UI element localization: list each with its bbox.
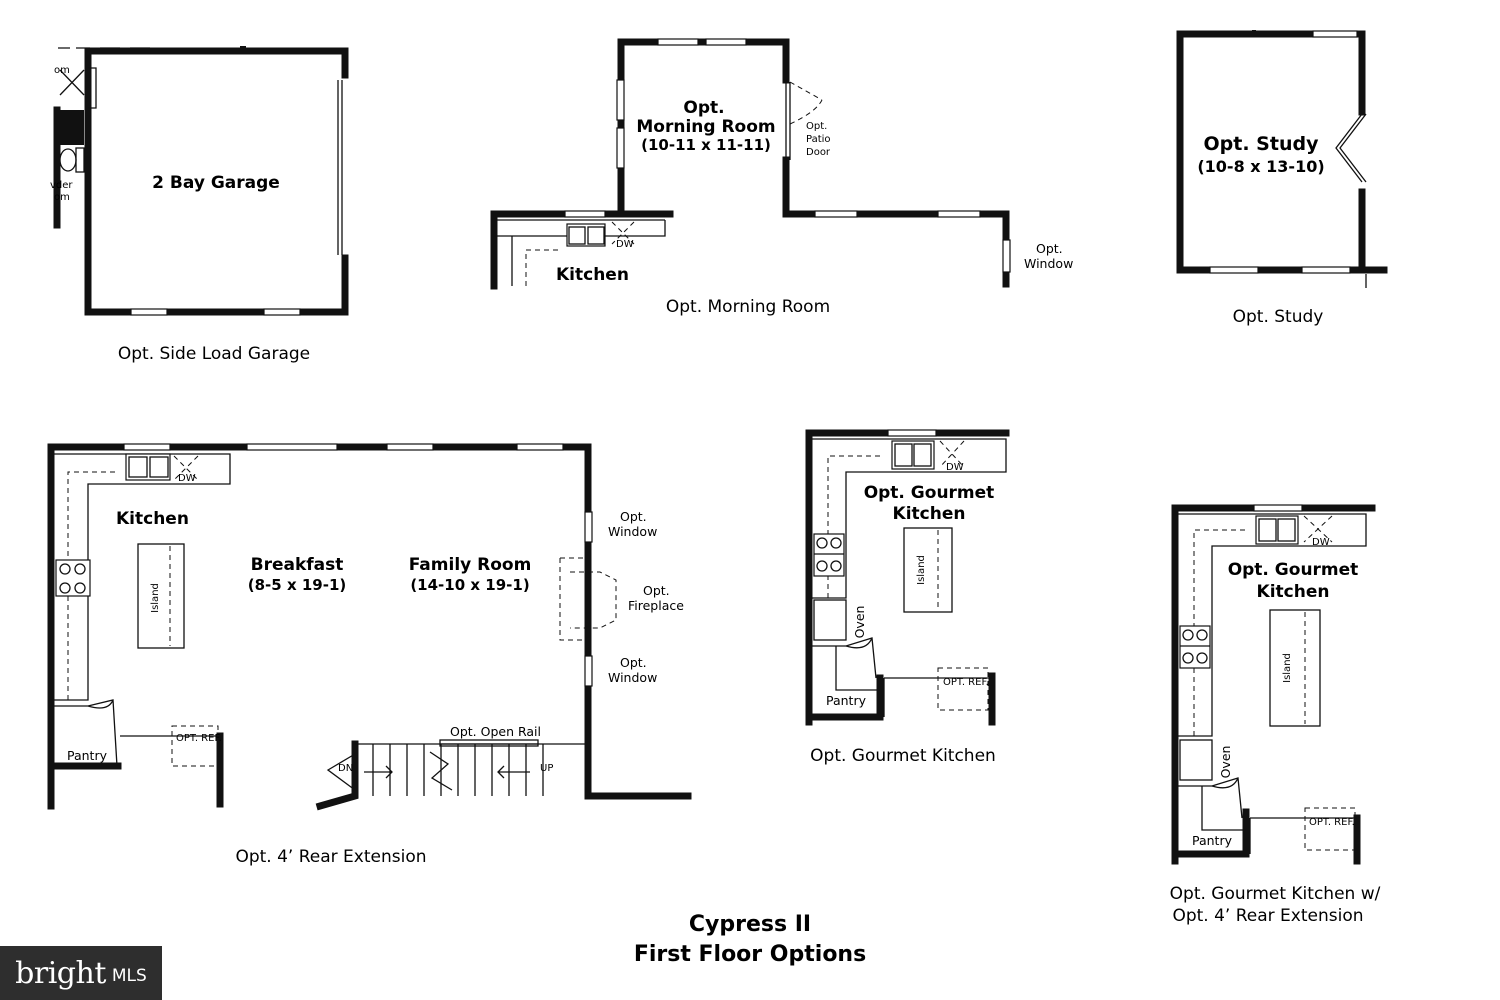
rear-island-label: Island — [150, 583, 161, 613]
gourmet-kitchen-walls — [805, 429, 1010, 726]
caption-rear-extension: Opt. 4’ Rear Extension — [235, 847, 426, 867]
rear-dw-label: DW — [178, 473, 196, 484]
open-rail-label: Opt. Open Rail — [450, 724, 541, 739]
rear-window-top-1: Opt. — [620, 509, 647, 524]
fireplace-label-1: Opt. — [643, 583, 670, 598]
powder-room-label-bot: om — [54, 192, 70, 203]
morning-opt-label: Opt. — [683, 98, 724, 118]
gourmet-kitchen-extension-plan: DW Island Oven OPT. REF. Pantry Opt. Gou… — [1171, 504, 1376, 865]
patio-door-label-2: Patio — [806, 134, 831, 145]
gourmet-ext-opt-ref-label: OPT. REF. — [1309, 817, 1355, 828]
breakfast-dims: (8-5 x 19-1) — [248, 576, 346, 594]
rear-extension-walls — [47, 443, 692, 811]
side-load-garage-plan: 2 Bay Garage om vder om — [50, 46, 349, 316]
rear-window-bot-2: Window — [608, 670, 657, 685]
gourmet-room-label-2: Kitchen — [893, 504, 966, 524]
gourmet-ext-pantry-label: Pantry — [1192, 833, 1233, 848]
stair-treads — [372, 744, 544, 796]
logo-brand-text: bright — [15, 955, 106, 991]
stair-up-label: UP — [540, 763, 553, 774]
study-plan: Opt. Study (10-8 x 13-10) — [1176, 30, 1388, 288]
patio-door-label-1: Opt. — [806, 121, 827, 132]
rear-window-top-2: Window — [608, 524, 657, 539]
gourmet-room-label-1: Opt. Gourmet — [864, 483, 995, 503]
caption-gourmet-kitchen-ext-line2: Opt. 4’ Rear Extension — [1172, 906, 1363, 926]
stair-dn-label: DN — [338, 763, 353, 774]
study-room-dims: (10-8 x 13-10) — [1197, 157, 1324, 176]
rear-window-bot-1: Opt. — [620, 655, 647, 670]
gourmet-ext-oven-label: Oven — [1218, 746, 1233, 779]
rear-kitchen-label: Kitchen — [116, 509, 189, 529]
sheet-title-line1: Cypress II — [689, 912, 811, 937]
caption-gourmet-kitchen-ext-line1: Opt. Gourmet Kitchen w/ — [1170, 884, 1381, 904]
gourmet-oven-label: Oven — [852, 606, 867, 639]
fireplace-label-2: Fireplace — [628, 598, 684, 613]
family-room-label: Family Room — [409, 555, 532, 575]
gourmet-ext-room-label-2: Kitchen — [1257, 582, 1330, 602]
caption-gourmet-kitchen: Opt. Gourmet Kitchen — [810, 746, 996, 766]
powder-room-label-top: om — [54, 65, 70, 76]
morning-window-label-2: Window — [1024, 256, 1073, 271]
morning-kitchen-label: Kitchen — [556, 265, 629, 285]
caption-side-load-garage: Opt. Side Load Garage — [118, 344, 310, 364]
gourmet-opt-ref-label: OPT. REF. — [943, 677, 989, 688]
logo-suffix-text: MLS — [111, 966, 147, 986]
family-room-dims: (14-10 x 19-1) — [410, 576, 529, 594]
morning-room-dims: (10-11 x 11-11) — [641, 136, 771, 154]
gourmet-ext-room-label-1: Opt. Gourmet — [1228, 560, 1359, 580]
morning-room-plan: DW Opt. Morning Room (10-11 x 11-11) Opt… — [490, 38, 1073, 290]
caption-study: Opt. Study — [1233, 307, 1324, 327]
gourmet-dw-label: DW — [946, 462, 964, 473]
garage-walls — [53, 47, 349, 316]
gourmet-pantry-label: Pantry — [826, 693, 867, 708]
breakfast-label: Breakfast — [251, 555, 344, 575]
gourmet-ext-dw-label: DW — [1312, 537, 1330, 548]
caption-morning-room: Opt. Morning Room — [666, 297, 830, 317]
rear-opt-ref-label: OPT. REF. — [176, 733, 222, 744]
morning-window-label-1: Opt. — [1036, 241, 1063, 256]
gourmet-ext-island-label: Island — [1282, 653, 1293, 683]
morning-room-label: Morning Room — [636, 117, 775, 137]
bright-mls-logo: bright MLS — [0, 946, 162, 1000]
morning-dw-label: DW — [616, 239, 634, 250]
sheet-title-line2: First Floor Options — [634, 942, 866, 967]
powder-room-label-mid: vder — [50, 180, 73, 191]
study-room-label: Opt. Study — [1204, 133, 1320, 155]
gourmet-island-label: Island — [916, 555, 927, 585]
garage-room-label: 2 Bay Garage — [152, 173, 280, 193]
gourmet-kitchen-plan: DW Island Oven OPT. REF. Pantry Opt. Gou… — [805, 429, 1010, 726]
patio-door-label-3: Door — [806, 147, 831, 158]
morning-room-walls — [490, 38, 1010, 290]
rear-extension-plan: DW Island OPT. REF. Pantry — [47, 443, 692, 811]
rear-pantry-label: Pantry — [67, 748, 108, 763]
gourmet-ext-walls — [1171, 504, 1376, 865]
